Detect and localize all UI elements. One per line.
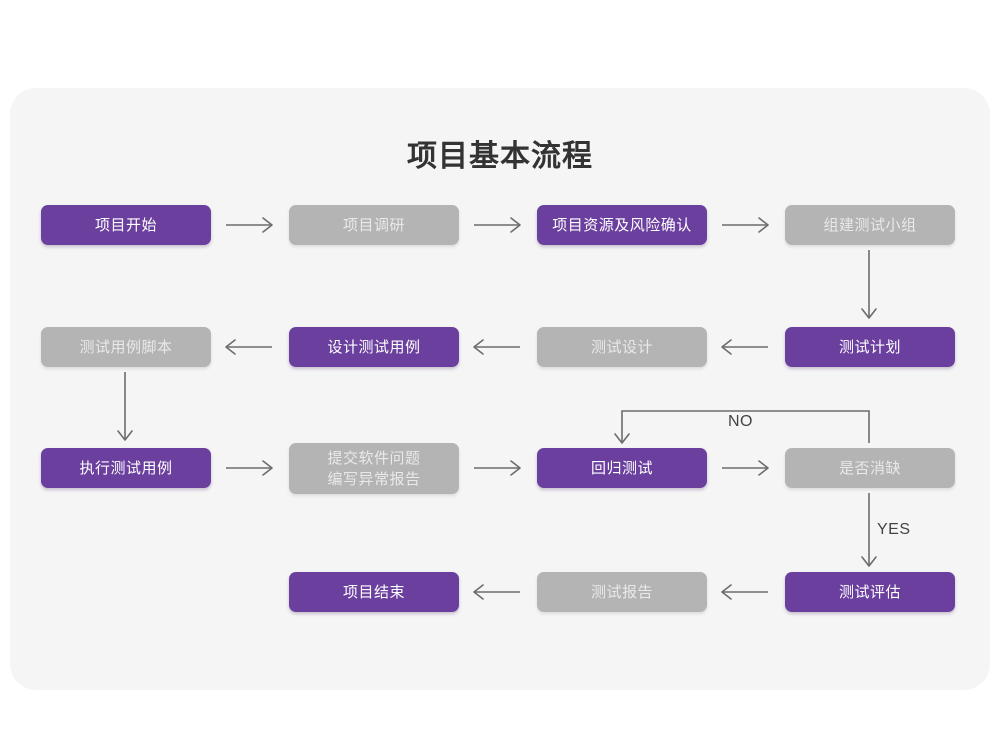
node-regression-test[interactable]: 回归测试	[537, 448, 707, 488]
edge-label-yes: YES	[877, 521, 911, 538]
node-test-plan[interactable]: 测试计划	[785, 327, 955, 367]
node-submit-defect-report[interactable]: 提交软件问题 编写异常报告	[289, 443, 459, 494]
node-resource-risk-confirm[interactable]: 项目资源及风险确认	[537, 205, 707, 245]
node-test-report[interactable]: 测试报告	[537, 572, 707, 612]
node-test-design[interactable]: 测试设计	[537, 327, 707, 367]
node-defect-cleared-decision[interactable]: 是否消缺	[785, 448, 955, 488]
edge-label-no: NO	[728, 413, 753, 430]
node-execute-test-case[interactable]: 执行测试用例	[41, 448, 211, 488]
node-build-test-team[interactable]: 组建测试小组	[785, 205, 955, 245]
node-design-test-case[interactable]: 设计测试用例	[289, 327, 459, 367]
node-test-case-script[interactable]: 测试用例脚本	[41, 327, 211, 367]
node-project-start[interactable]: 项目开始	[41, 205, 211, 245]
page-title: 项目基本流程	[407, 140, 593, 173]
node-project-research[interactable]: 项目调研	[289, 205, 459, 245]
node-project-end[interactable]: 项目结束	[289, 572, 459, 612]
node-test-evaluation[interactable]: 测试评估	[785, 572, 955, 612]
